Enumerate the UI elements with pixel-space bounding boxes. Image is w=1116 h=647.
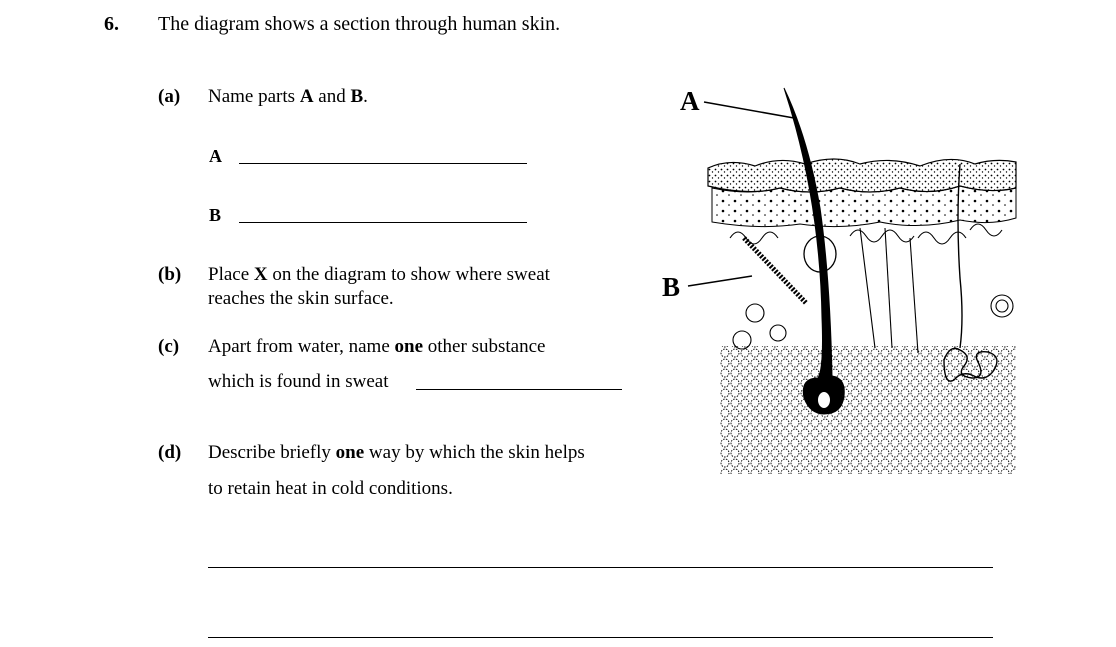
part-a-text-mid: and (313, 86, 351, 107)
answer-b-label: B (209, 205, 222, 225)
part-c-line2: which is found in sweat (208, 371, 389, 392)
label-b-pointer (687, 275, 753, 287)
part-d-line1-post: way by which the skin helps (364, 442, 585, 463)
part-b-line1-pre: Place (208, 264, 254, 285)
part-b-bold-x: X (253, 264, 268, 285)
part-d-line1: Describe briefly one way by which the sk… (208, 441, 585, 465)
part-d-line1-pre: Describe briefly (208, 442, 336, 463)
part-c-label: (c) (158, 336, 180, 357)
part-d-label: (d) (158, 442, 182, 463)
part-a-text-pre: Name parts (208, 86, 300, 107)
granular-layer (711, 185, 1017, 228)
part-a-bold-a: A (299, 86, 314, 107)
question-stem: The diagram shows a section through huma… (158, 13, 561, 35)
part-a-text: Name parts A and B. (208, 85, 368, 109)
question-number: 6. (104, 13, 119, 35)
part-d-line2: to retain heat in cold conditions. (208, 478, 453, 499)
hair-shaft (783, 87, 845, 415)
part-c-line1: Apart from water, name one other substan… (208, 335, 545, 359)
label-a-pointer (703, 101, 795, 119)
part-d-bold-one: one (335, 442, 365, 463)
part-c-line1-pre: Apart from water, name (208, 336, 395, 357)
answer-c-line[interactable] (416, 389, 622, 390)
arrector-pili-muscle (742, 236, 808, 305)
part-a-text-post: . (363, 86, 368, 107)
part-b-label: (b) (158, 264, 182, 285)
diagram-label-a: A (680, 86, 700, 116)
answer-d-line-2[interactable] (208, 637, 993, 638)
part-a-bold-b: B (350, 86, 364, 107)
part-b-line1: Place X on the diagram to show where swe… (208, 263, 550, 287)
fat-layer (720, 346, 1016, 474)
part-c-bold-one: one (394, 336, 424, 357)
answer-a-line[interactable] (239, 163, 527, 164)
diagram-label-b: B (662, 272, 680, 302)
answer-d-line-1[interactable] (208, 567, 993, 568)
skin-section-diagram[interactable]: A B (660, 78, 1030, 488)
hair-papilla (818, 392, 830, 408)
part-b-line2: reaches the skin surface. (208, 288, 394, 309)
sweat-duct (957, 163, 963, 349)
part-a-label: (a) (158, 86, 181, 107)
part-b-line1-post: on the diagram to show where sweat (267, 264, 550, 285)
part-c-line1-post: other substance (423, 336, 546, 357)
capillary-network (729, 223, 1014, 354)
epidermis-layer (707, 158, 1017, 193)
answer-b-line[interactable] (239, 222, 527, 223)
answer-a-label: A (209, 146, 222, 166)
